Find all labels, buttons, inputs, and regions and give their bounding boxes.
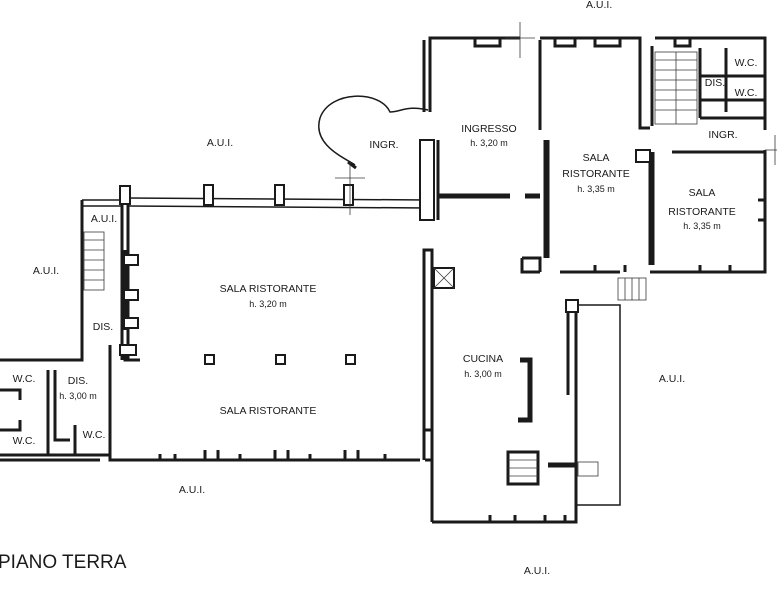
sala-1-name-line2: RISTORANTE — [562, 168, 629, 180]
ingresso-height: h. 3,20 m — [470, 138, 508, 148]
sala-1-name-line1: SALA — [583, 152, 610, 164]
sala-2-name-line1: SALA — [689, 187, 716, 199]
aui-label-bottom: A.U.I. — [524, 565, 550, 577]
sala-main-height: h. 3,20 m — [249, 299, 287, 309]
aui-label-top: A.U.I. — [586, 0, 612, 11]
pillars — [119, 139, 651, 365]
curved-entrance-wall — [318, 95, 429, 166]
aui-label-west: A.U.I. — [33, 265, 59, 277]
aui-label-south: A.U.I. — [179, 484, 205, 496]
windows — [158, 38, 765, 522]
entrance-column — [347, 160, 357, 170]
dis-left-name: DIS. — [93, 321, 113, 333]
ingr-left-name: INGR. — [369, 139, 398, 151]
wc-center-name: W.C. — [83, 429, 106, 441]
stairs — [83, 51, 698, 486]
reference-marks — [335, 22, 777, 215]
ingresso-name: INGRESSO — [461, 123, 516, 135]
room-labels: A.U.I. A.U.I. A.U.I. A.U.I. A.U.I. A.U.I… — [13, 0, 758, 577]
cucina-height: h. 3,00 m — [464, 369, 502, 379]
outer-walls — [0, 36, 767, 524]
floor-title: PIANO TERRA — [0, 552, 127, 573]
cucina-name: CUCINA — [463, 353, 503, 365]
wc-right-top-name: W.C. — [735, 57, 758, 69]
sala-1-height: h. 3,35 m — [577, 184, 615, 194]
dis-right-name: DIS. — [705, 77, 725, 89]
sala-2-height: h. 3,35 m — [683, 221, 721, 231]
wc-right-bottom-name: W.C. — [735, 87, 758, 99]
dis-lower-name: DIS. — [68, 375, 88, 387]
dis-lower-height: h. 3,00 m — [59, 391, 97, 401]
wc-left-bottom-name: W.C. — [13, 435, 36, 447]
sala-2-name-line2: RISTORANTE — [668, 206, 735, 218]
sala-main-name: SALA RISTORANTE — [220, 283, 317, 295]
aui-small-name: A.U.I. — [91, 213, 117, 225]
sala-lower-name: SALA RISTORANTE — [220, 405, 317, 417]
aui-label-north: A.U.I. — [207, 137, 233, 149]
wc-left-top-name: W.C. — [13, 373, 36, 385]
aui-label-east: A.U.I. — [659, 373, 685, 385]
ingr-right-name: INGR. — [708, 129, 737, 141]
